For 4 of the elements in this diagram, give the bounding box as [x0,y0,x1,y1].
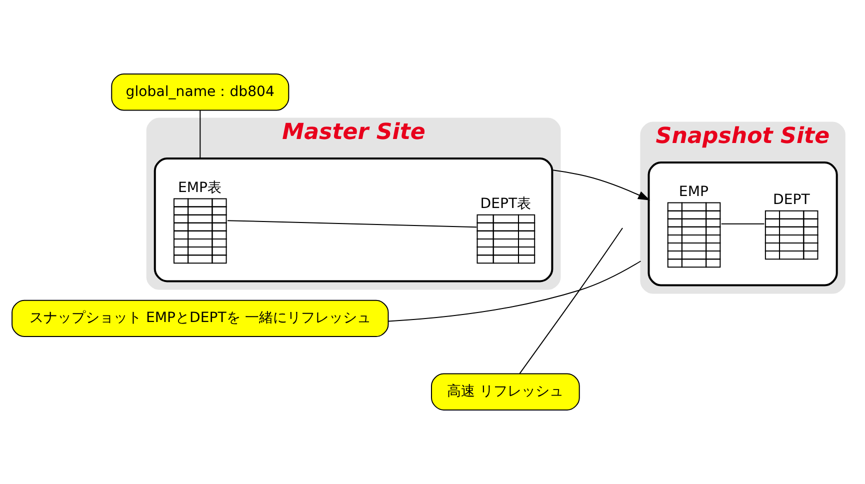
node-text: EMP表 [178,180,222,196]
node-text: DEPT表 [480,196,532,212]
node-label: EMP [678,184,708,200]
node-label: DEPT [772,192,810,208]
